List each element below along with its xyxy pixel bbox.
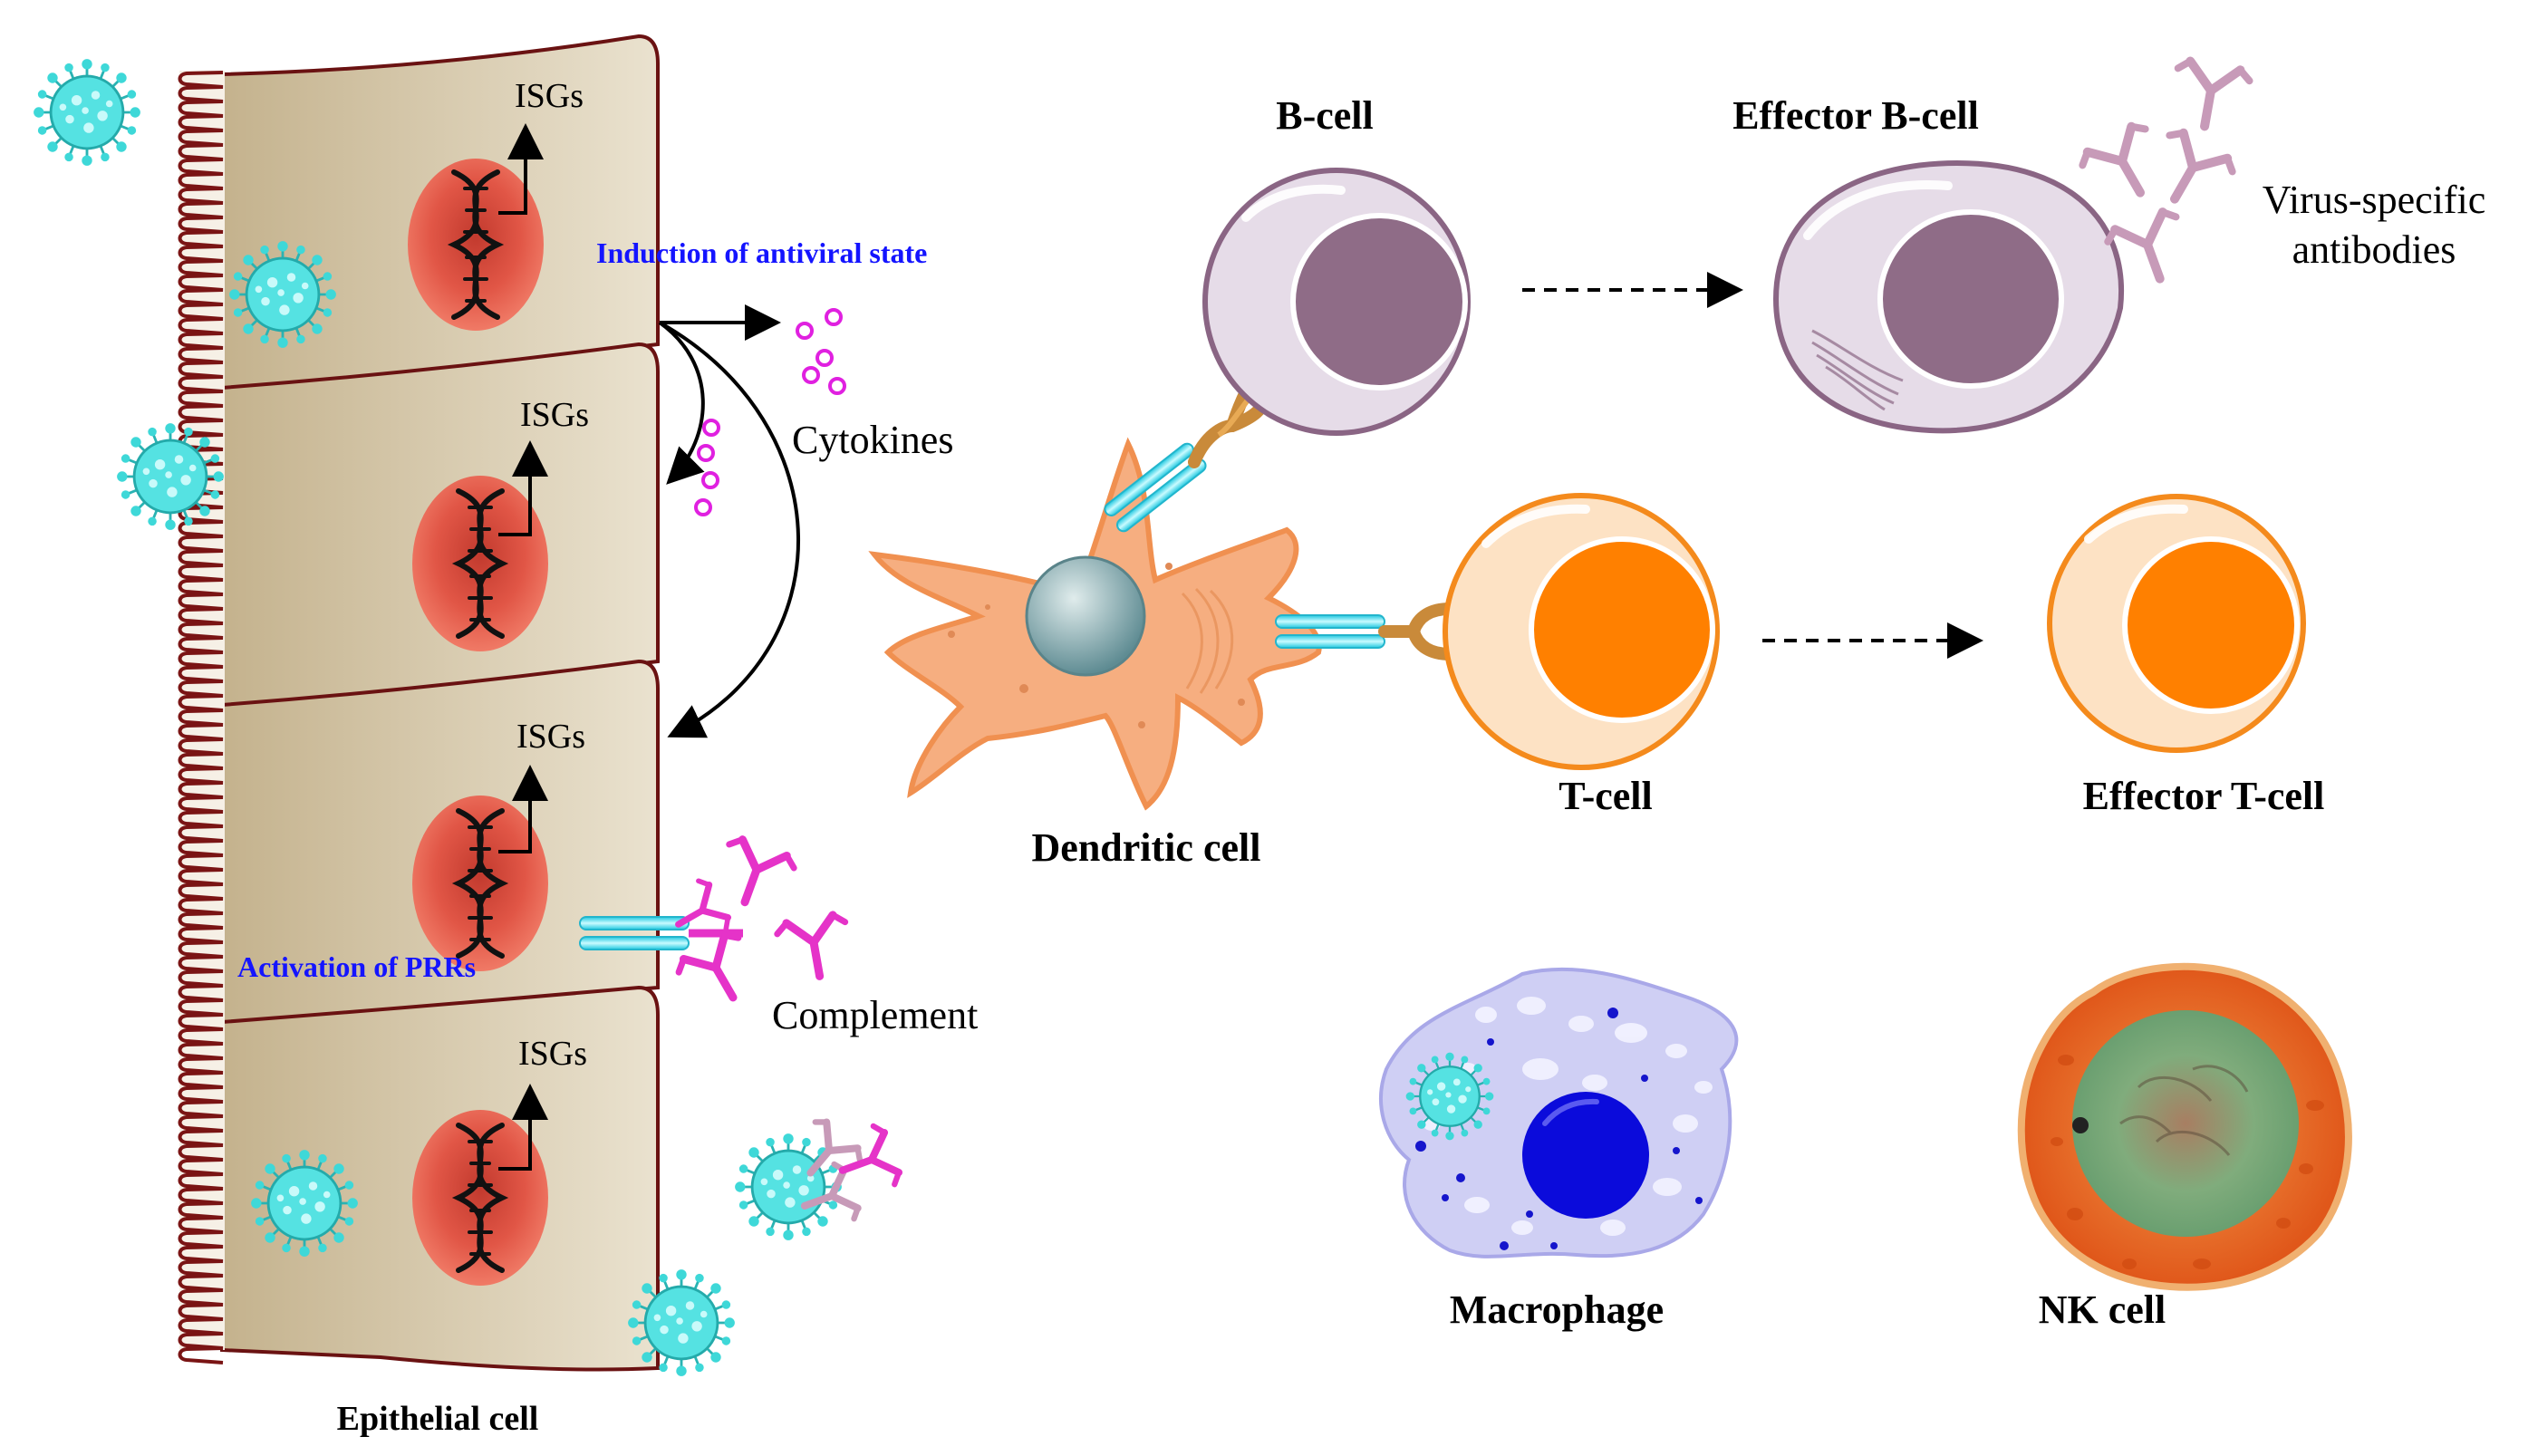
epithelial-cell-label: Epithelial cell	[337, 1400, 539, 1438]
virus-icon	[249, 1148, 360, 1258]
microvilli-border	[178, 71, 224, 1364]
nk-cell	[2017, 962, 2352, 1291]
virus-icon	[32, 57, 142, 168]
dendritic-cell-label: Dendritic cell	[1032, 825, 1261, 870]
dendritic-cell	[868, 437, 1322, 811]
cytokine-dots	[694, 308, 846, 516]
isg-label-3: ISGs	[516, 718, 585, 756]
complement-proteins	[664, 836, 854, 1015]
b-cell-label: B-cell	[1276, 93, 1374, 138]
complement-label: Complement	[772, 993, 978, 1037]
epithelial-nucleus-2	[412, 476, 548, 651]
epithelial-nucleus-3	[412, 795, 548, 971]
opsonized-virus	[733, 1116, 902, 1242]
nk-cell-label: NK cell	[2039, 1287, 2166, 1332]
epithelium: ISGs ISGs ISGs ISGs	[32, 34, 737, 1378]
prr-receptor	[579, 916, 743, 950]
b-cell	[1202, 168, 1471, 436]
induction-label: Induction of antiviral state	[596, 236, 927, 269]
virus-icon	[626, 1268, 737, 1378]
virus-icon	[115, 421, 226, 532]
effector-b-cell-label: Effector B-cell	[1732, 93, 1979, 138]
effector-t-cell-label: Effector T-cell	[2083, 774, 2325, 818]
virus-icon	[227, 239, 338, 350]
macrophage-label: Macrophage	[1450, 1287, 1664, 1332]
t-cell	[1443, 493, 1720, 770]
prr-label: Activation of PRRs	[237, 950, 476, 983]
isg-label-4: ISGs	[518, 1035, 587, 1073]
isg-label-2: ISGs	[520, 396, 589, 434]
t-cell-label: T-cell	[1559, 774, 1652, 818]
cytokines-label: Cytokines	[792, 418, 953, 462]
epithelial-nucleus-4	[412, 1110, 548, 1286]
effector-b-cell	[1772, 159, 2125, 434]
isg-label-1: ISGs	[515, 77, 584, 115]
macrophage	[1379, 967, 1739, 1258]
isg-arrows	[498, 123, 548, 1171]
antibodies-label-line2: antibodies	[2292, 227, 2456, 272]
effector-t-cell	[2047, 494, 2306, 753]
cytokine-arrows	[658, 304, 800, 738]
epithelial-nucleus-1	[408, 159, 544, 331]
antibodies-label-line1: Virus-specific	[2263, 178, 2486, 222]
